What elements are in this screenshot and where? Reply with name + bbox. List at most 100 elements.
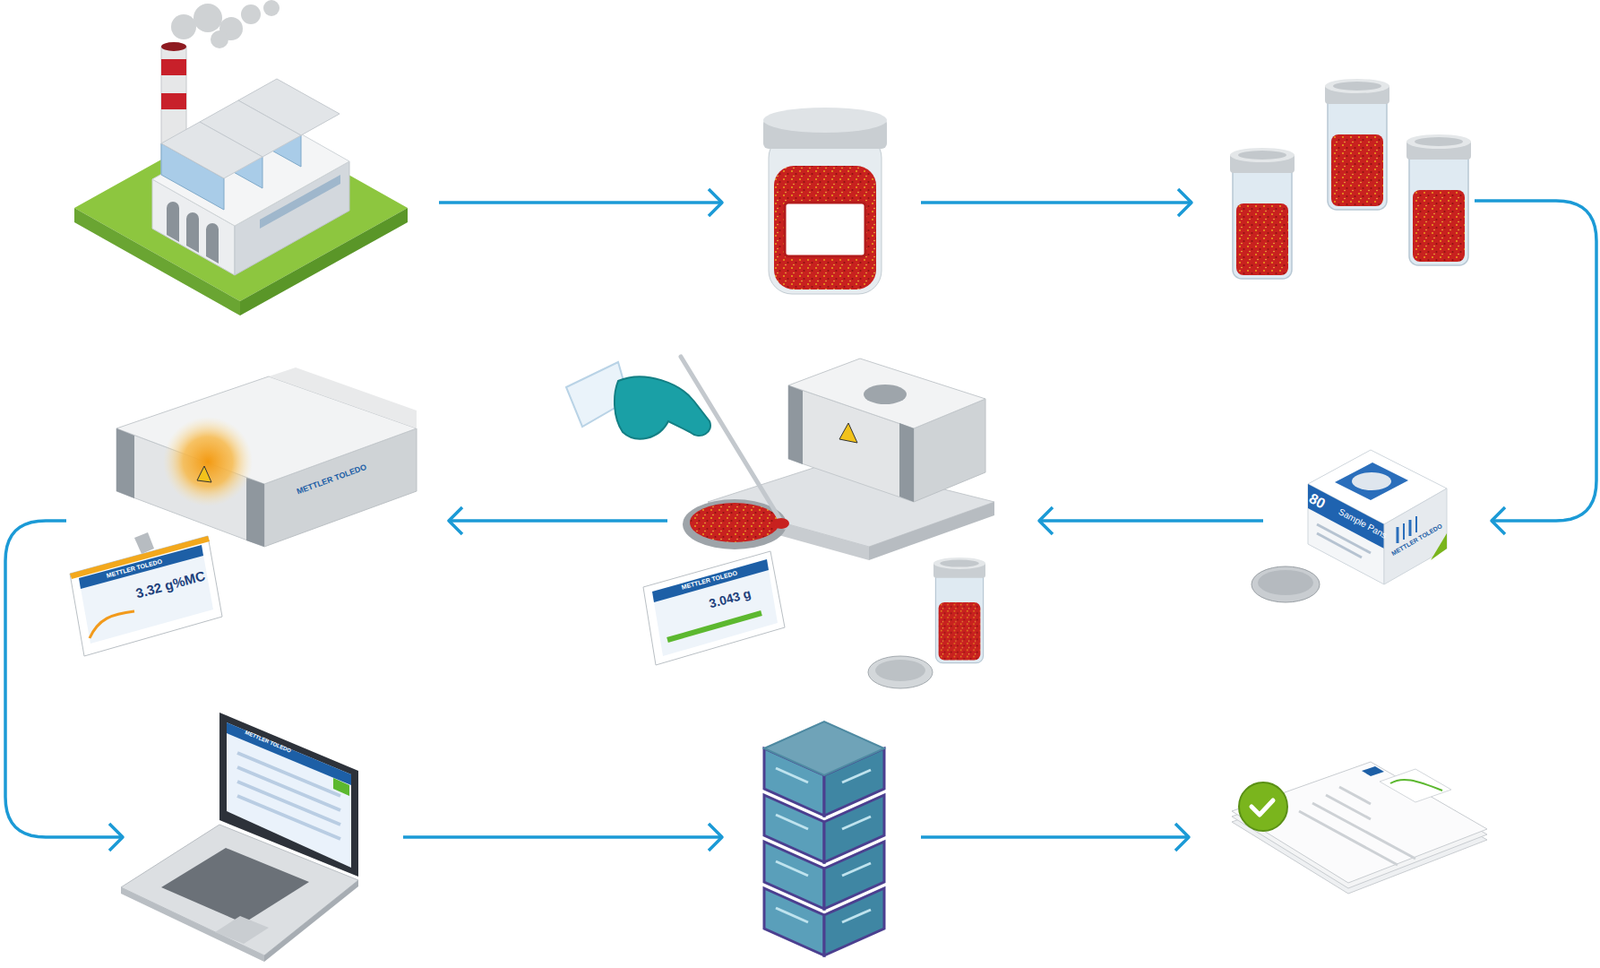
analyzer-trim (788, 385, 803, 465)
display-reading: 3.32 g%MC (134, 568, 207, 601)
report-logo (1361, 765, 1385, 776)
arrow-head (708, 823, 723, 851)
analyzer-base-side (868, 501, 995, 560)
analyzer-loading (566, 356, 995, 689)
arrow-head (109, 823, 123, 851)
sample-vials (1230, 78, 1471, 279)
server-slot (842, 816, 871, 829)
loading-analyzer: METTLER TOLEDO3.043 g (667, 357, 1040, 695)
vial (1324, 78, 1390, 210)
warning-sign (839, 422, 858, 443)
factory-illustration (74, 0, 408, 316)
sample-jar (722, 111, 921, 296)
box-top-pan (1351, 472, 1392, 491)
chimney-stripe (161, 93, 187, 110)
check-mark (1251, 800, 1274, 815)
display-reading: 3.043 g (707, 586, 752, 611)
display-panel (643, 550, 785, 665)
analyzer-heating (69, 367, 417, 656)
laptop (120, 712, 359, 962)
report-line (1312, 802, 1416, 859)
flow-arrow (1039, 507, 1264, 534)
approved-report (1231, 761, 1488, 894)
brand-label: METTLER TOLEDO (680, 568, 739, 590)
arrow-head (1039, 507, 1053, 534)
arrow-line (438, 200, 723, 205)
arrow-line (403, 834, 723, 839)
spatula (680, 356, 785, 527)
analyzer-trim (116, 428, 135, 499)
jar-lid-top (763, 107, 887, 133)
arrow-line (920, 200, 1192, 205)
server-slot (842, 909, 871, 922)
flow-arrow (5, 520, 123, 851)
vial (1230, 147, 1295, 279)
server-slot (775, 814, 809, 829)
vial (933, 557, 986, 663)
heating-analyzer: METTLER TOLEDOMETTLER TOLEDO3.32 g%MC (66, 377, 449, 659)
sample-vials (1191, 78, 1475, 283)
smoke-puff (193, 3, 223, 33)
server (722, 719, 921, 960)
analyzer-lid (268, 367, 417, 429)
arrow-line (1474, 200, 1597, 521)
arrow-line (1039, 518, 1264, 523)
analyzer-top (788, 358, 986, 429)
server-slot (775, 767, 809, 783)
server-unit (764, 721, 885, 816)
glove (614, 376, 711, 439)
server-slot (775, 907, 809, 922)
sample-pan-inner (875, 659, 926, 681)
display-screen (652, 559, 778, 656)
report-line (1325, 794, 1371, 819)
laptop-trackpad (215, 915, 269, 944)
arrow-line (5, 520, 123, 837)
report (1188, 760, 1490, 919)
barcode-bar (1402, 523, 1405, 540)
arrow-line (920, 834, 1189, 839)
flow-arrow (403, 823, 723, 851)
arrow-head (1491, 507, 1506, 534)
flow-arrow (1474, 200, 1597, 534)
display-bar (667, 612, 762, 640)
sample-pan-box: 80Sample PansMETTLER TOLEDO (1263, 452, 1492, 619)
arrow-head (708, 189, 723, 216)
box-corner (1430, 533, 1447, 560)
server-slot (842, 769, 871, 783)
smoke-puff (263, 0, 280, 17)
factory (71, 0, 439, 337)
flow-arrow (448, 507, 668, 534)
box-count: 80 (1306, 490, 1327, 511)
barcode-bar (1396, 526, 1400, 543)
heating-glow (163, 416, 253, 507)
building-arch (186, 212, 199, 253)
building-arch (206, 223, 219, 264)
display-screen (78, 544, 214, 644)
flow-arrow (920, 823, 1189, 851)
check-badge (1238, 782, 1288, 831)
box-label: Sample Pans (1336, 507, 1388, 541)
report-curve (1390, 779, 1443, 791)
analyzer-trim (899, 422, 914, 502)
box-line (1316, 533, 1362, 558)
sample-pan-box (1251, 449, 1447, 603)
server-slot (775, 860, 809, 876)
smoke-puff (240, 4, 261, 25)
arrow-head (448, 507, 463, 534)
server-stack (764, 721, 885, 955)
display-arm (134, 532, 155, 554)
arrow-head (1175, 823, 1189, 851)
brand-label: METTLER TOLEDO (244, 729, 293, 754)
chimney-stripe (161, 59, 187, 76)
laptop: METTLER TOLEDO (122, 709, 404, 960)
brand-label: METTLER TOLEDO (105, 557, 164, 578)
report-line (1298, 810, 1398, 865)
analyzer-vent (863, 384, 907, 405)
laptop-base (120, 824, 359, 955)
sample-pan-content (689, 502, 780, 542)
building-arch (166, 201, 180, 242)
